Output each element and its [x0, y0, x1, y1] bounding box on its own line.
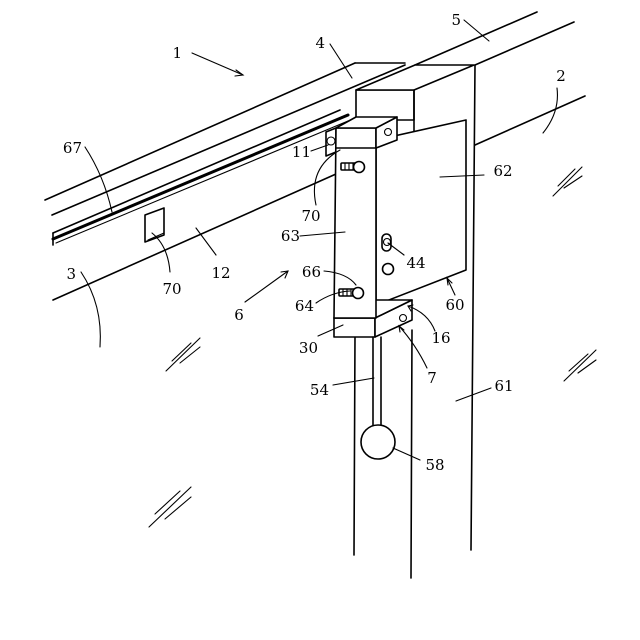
label-63: 63: [281, 227, 300, 245]
label-30: 30: [299, 339, 318, 357]
rail-beam: [45, 12, 585, 300]
plate-62: [376, 120, 466, 305]
label-60: 60: [445, 296, 464, 314]
label-70-carriage: 70: [301, 207, 320, 225]
label-58: 58: [425, 456, 444, 474]
pendulum: [361, 337, 395, 459]
label-3: 3: [66, 265, 76, 283]
label-11: 11: [292, 143, 311, 161]
label-5: 5: [451, 11, 461, 29]
label-62: 62: [493, 162, 512, 180]
label-64: 64: [295, 297, 314, 315]
label-1: 1: [172, 44, 182, 62]
label-12: 12: [211, 264, 230, 282]
label-2: 2: [556, 67, 566, 85]
label-61: 61: [494, 377, 513, 395]
label-70-rail: 70: [162, 280, 181, 298]
bracket-11: [326, 128, 336, 156]
label-7: 7: [427, 369, 437, 387]
label-66: 66: [302, 263, 321, 281]
rail-window: [145, 208, 164, 242]
label-16: 16: [431, 329, 450, 347]
label-4: 4: [315, 34, 325, 52]
label-44: 44: [406, 254, 425, 272]
label-6: 6: [234, 306, 244, 324]
label-54: 54: [310, 381, 329, 399]
label-67: 67: [63, 139, 82, 157]
